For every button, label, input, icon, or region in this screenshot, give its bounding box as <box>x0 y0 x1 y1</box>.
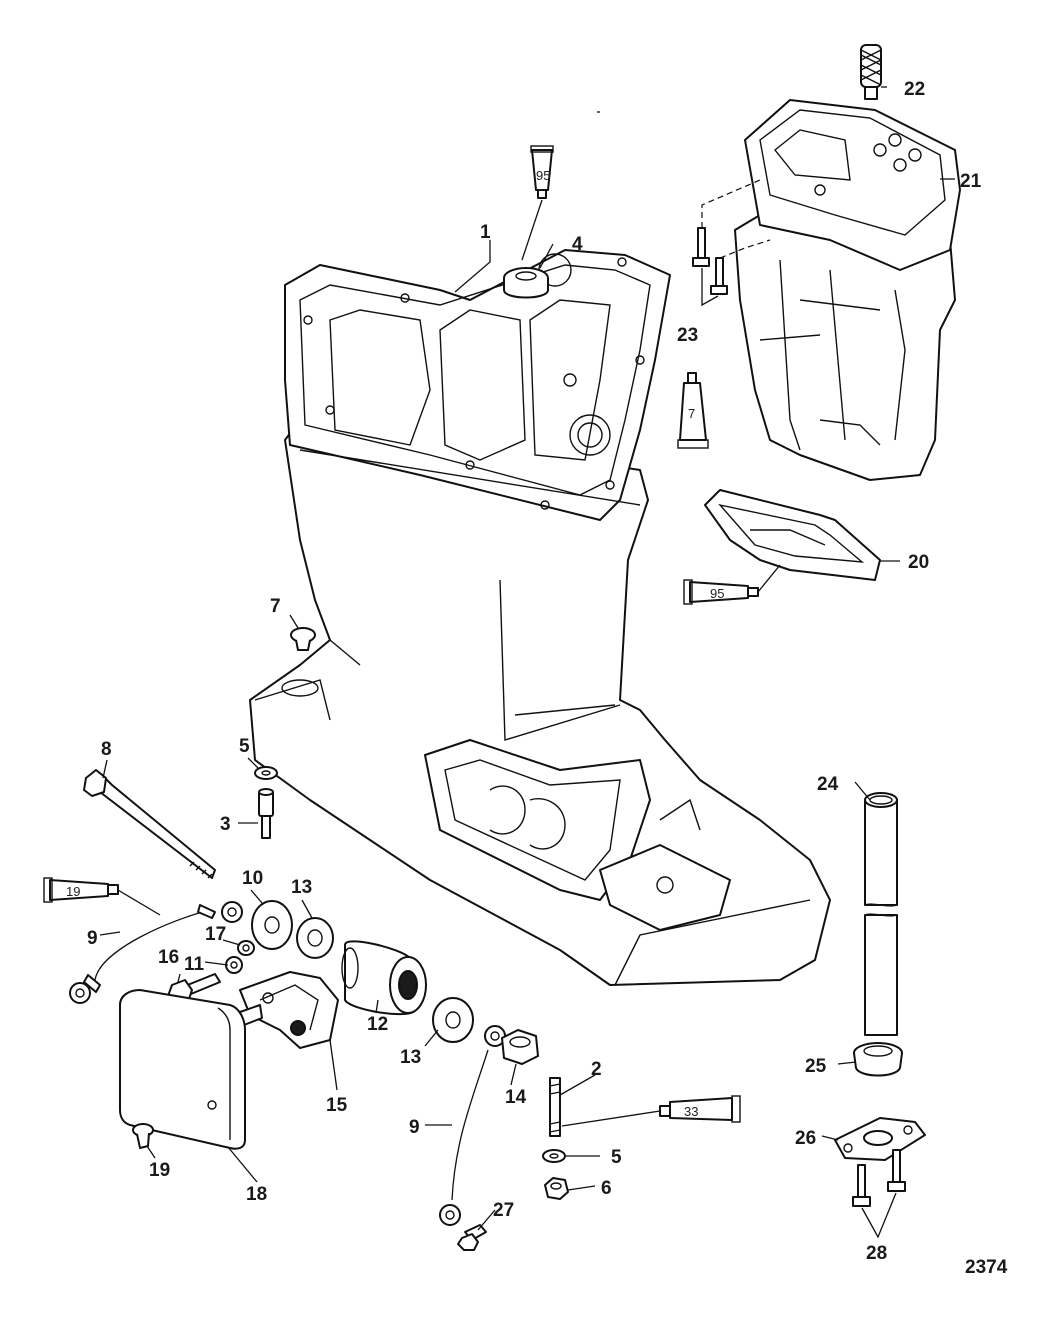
callout-7: 7 <box>270 596 281 617</box>
gasket-20 <box>704 489 881 581</box>
sealant-tube-95-middle: 95 <box>683 564 781 605</box>
washer-5-upper <box>254 766 278 780</box>
callout-14: 14 <box>505 1087 527 1108</box>
sealant-tube-7: 7 <box>677 372 709 449</box>
callout-13-lower: 13 <box>400 1047 421 1068</box>
callout-22: 22 <box>904 79 925 100</box>
ground-wire-9-lower <box>439 1025 506 1226</box>
tube-label-19: 19 <box>66 884 80 899</box>
sealant-tube-95-top: 95 <box>521 145 554 261</box>
tube-label-33: 33 <box>684 1104 698 1119</box>
callout-17: 17 <box>205 924 226 945</box>
plug-7 <box>290 627 316 651</box>
guide-26 <box>834 1117 926 1161</box>
washer-13-lower <box>432 997 474 1043</box>
mount-12 <box>341 940 427 1016</box>
cover-18 <box>119 989 246 1150</box>
bracket-15 <box>239 971 339 1049</box>
grommet-4 <box>503 267 549 299</box>
screws-23 <box>692 179 771 307</box>
screw-19 <box>132 1123 154 1149</box>
washer-10 <box>251 900 293 950</box>
ground-wire-9-upper <box>69 901 243 1004</box>
tube-label-95-top: 95 <box>536 168 550 183</box>
callout-23: 23 <box>677 325 698 346</box>
nut-6 <box>544 1177 569 1200</box>
nut-14 <box>501 1029 539 1065</box>
screen-22 <box>860 44 882 100</box>
callout-6: 6 <box>601 1178 612 1199</box>
callout-4: 4 <box>572 234 583 255</box>
callout-2: 2 <box>591 1059 602 1080</box>
tube-label-95-middle: 95 <box>710 586 724 601</box>
callout-5-upper: 5 <box>239 736 250 757</box>
water-tube-24 <box>864 792 898 1036</box>
callout-9-lower: 9 <box>409 1117 420 1138</box>
screw-27 <box>457 1224 487 1251</box>
callout-18: 18 <box>246 1184 267 1205</box>
callout-27: 27 <box>493 1200 514 1221</box>
sealant-tube-33: 33 <box>561 1095 741 1127</box>
callout-24: 24 <box>817 774 839 795</box>
seal-25 <box>853 1042 903 1077</box>
tube-label-7: 7 <box>688 406 695 421</box>
figure-number: 2374 <box>965 1257 1008 1278</box>
callout-19: 19 <box>149 1160 170 1181</box>
callout-3: 3 <box>220 814 231 835</box>
callout-9-upper: 9 <box>87 928 98 949</box>
callout-15: 15 <box>326 1095 348 1116</box>
washer-11 <box>225 956 243 974</box>
callout-13-upper: 13 <box>291 877 312 898</box>
lock-washer-17 <box>237 940 255 956</box>
stud-8 <box>83 769 216 879</box>
callout-26: 26 <box>795 1128 816 1149</box>
washer-5-lower <box>542 1149 566 1163</box>
callout-11: 11 <box>184 954 205 975</box>
callout-16: 16 <box>158 947 179 968</box>
driveshaft-housing <box>249 249 831 986</box>
callout-labels: 1 2 3 4 5 5 6 7 8 9 9 10 11 12 13 13 14 … <box>87 79 982 1264</box>
callout-5-lower: 5 <box>611 1147 622 1168</box>
washer-13-upper <box>296 917 334 959</box>
callout-21: 21 <box>960 171 982 192</box>
callout-12: 12 <box>367 1014 388 1035</box>
callout-1: 1 <box>480 222 491 243</box>
callout-20: 20 <box>908 552 929 573</box>
stud-2 <box>549 1077 561 1137</box>
callout-28: 28 <box>866 1243 887 1264</box>
sealant-tube-19: 19 <box>43 877 161 916</box>
callout-8: 8 <box>101 739 112 760</box>
callout-10: 10 <box>242 868 263 889</box>
bolt-3 <box>258 788 274 839</box>
exhaust-adapter-21 <box>734 99 961 481</box>
leader-lines <box>99 86 955 1231</box>
bolts-28 <box>852 1149 906 1239</box>
callout-25: 25 <box>805 1056 827 1077</box>
